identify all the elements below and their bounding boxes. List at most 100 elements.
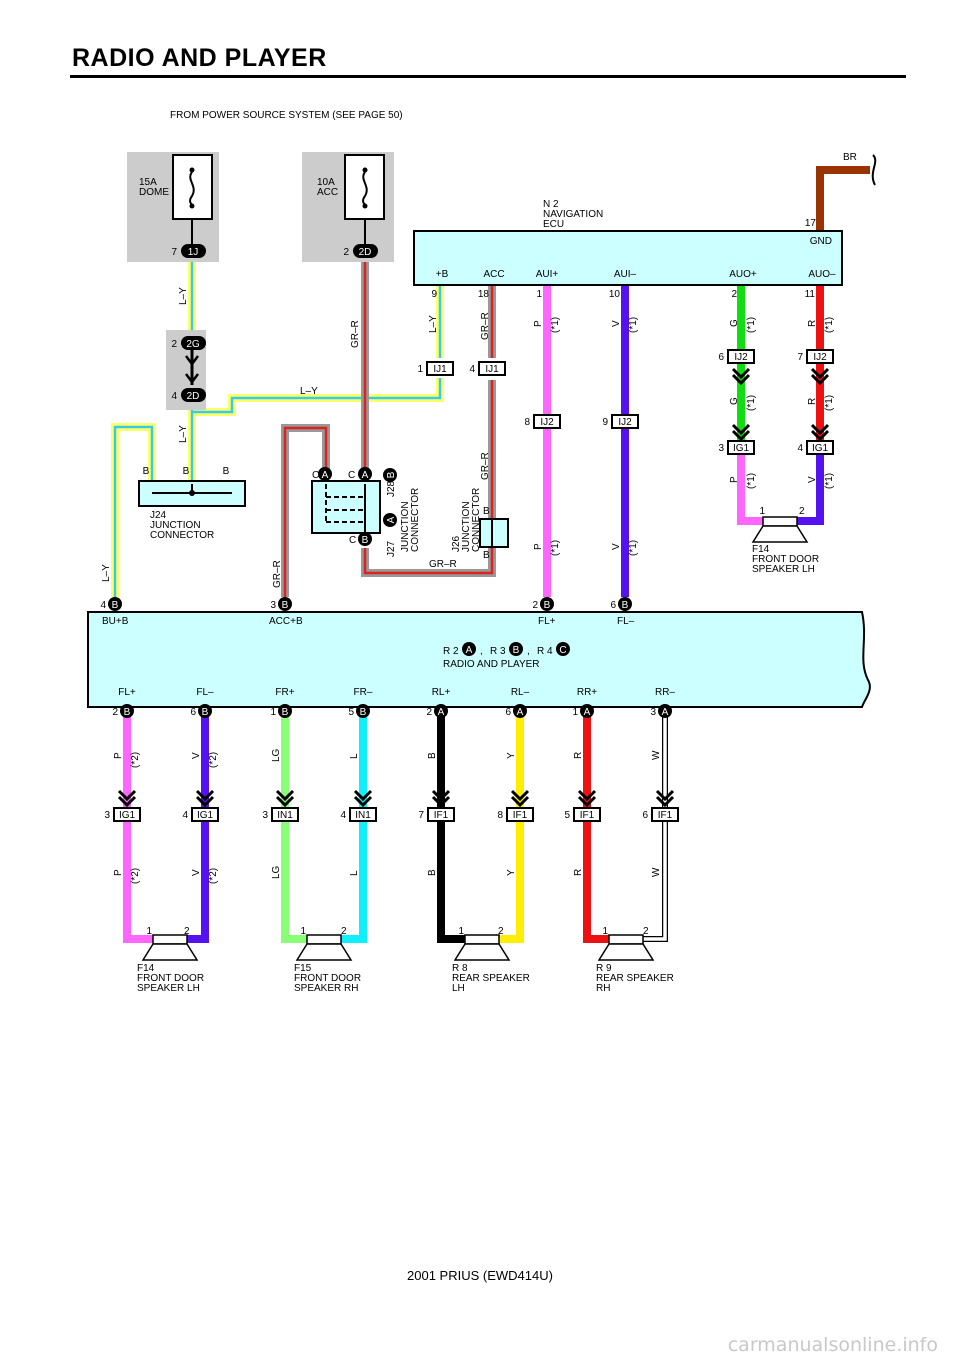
wire-lightblue-fr <box>334 716 367 943</box>
svg-text:B: B <box>362 535 369 546</box>
wire-brown-gnd <box>816 166 870 230</box>
svg-text:LG: LG <box>271 865 282 879</box>
svg-text:FL–: FL– <box>617 616 635 627</box>
speaker-nav-f14: 1 2 F14 FRONT DOOR SPEAKER LH <box>752 506 819 575</box>
junction-j27-j28: C A C A C B B J28 A J27 JUNCTION CONNECT… <box>311 467 421 557</box>
svg-text:+B: +B <box>436 269 449 280</box>
inline-ij2-p: IJ2 8 <box>524 414 561 429</box>
svg-text:1: 1 <box>417 364 423 375</box>
wire-label-grr-3: GR–R <box>480 452 491 480</box>
svg-text:4: 4 <box>469 364 475 375</box>
navigation-ecu: N 2 NAVIGATION ECU 17 GND BR +B ACC AUI+… <box>413 152 877 300</box>
svg-text:6: 6 <box>642 810 648 821</box>
svg-text:IF1: IF1 <box>658 810 673 821</box>
svg-text:J26: J26 <box>451 535 462 552</box>
wire-label-r-nav1: R <box>807 320 818 327</box>
wire-pink-fl <box>123 716 160 943</box>
wire-label-p-nav1: P <box>533 320 544 327</box>
svg-text:4: 4 <box>100 600 106 611</box>
svg-text:B: B <box>282 600 289 611</box>
inline-connectors-nav: IJ1 1 IJ1 4 IJ2 8 IJ2 9 IJ2 6 IJ2 7 <box>417 349 834 455</box>
svg-text:CONNECTOR: CONNECTOR <box>150 530 214 541</box>
svg-text:2G: 2G <box>186 339 200 350</box>
wire-violet-fl <box>180 716 209 943</box>
wire-lightgreen-fr <box>281 716 314 943</box>
speaker-r8: 1 2 R 8 REAR SPEAKER LH <box>452 926 530 994</box>
radio-and-player: R 2 A , R 3 B , R 4 C RADIO AND PLAYER B… <box>87 597 871 708</box>
svg-text:3: 3 <box>104 810 110 821</box>
svg-text:1: 1 <box>759 506 765 517</box>
svg-text:SPEAKER LH: SPEAKER LH <box>137 983 200 994</box>
ground-wire-label: BR <box>843 152 857 163</box>
radio-top-pins: 4 B 3 B 2 B 6 B <box>100 597 632 611</box>
svg-text:AUI–: AUI– <box>614 269 637 280</box>
watermark: carmanualsonline.info <box>727 1334 938 1356</box>
svg-text:A: A <box>362 470 369 481</box>
connector-1j: 1J 7 <box>171 244 206 258</box>
svg-text:B: B <box>483 506 490 517</box>
svg-text:9: 9 <box>431 289 437 300</box>
svg-text:IG1: IG1 <box>197 810 214 821</box>
svg-text:F15: F15 <box>294 963 312 974</box>
svg-text:2: 2 <box>343 247 349 258</box>
wire-note-nav4: (*1) <box>824 317 835 333</box>
svg-text:IJ1: IJ1 <box>433 364 447 375</box>
svg-text:SPEAKER RH: SPEAKER RH <box>294 983 358 994</box>
svg-text:1J: 1J <box>188 247 199 258</box>
wire-note-nav6: (*1) <box>824 395 835 411</box>
svg-text:17: 17 <box>805 218 817 229</box>
wire-note-nav2: (*1) <box>628 317 639 333</box>
svg-text:B: B <box>112 600 119 611</box>
title-rule <box>70 75 906 78</box>
wire-grr-acc <box>281 260 496 597</box>
fuse-acc-name: ACC <box>317 187 338 198</box>
bottom-wire-labels-upper: P (*2) V (*2) LG L B Y R W <box>113 748 662 768</box>
svg-text:2: 2 <box>643 926 649 937</box>
svg-text:JUNCTION: JUNCTION <box>150 520 201 531</box>
svg-text:RL+: RL+ <box>432 687 451 698</box>
fuse-acc: 10A ACC <box>302 152 394 262</box>
wire-label-ly-1: L–Y <box>178 287 189 305</box>
wire-black-rl <box>437 716 472 943</box>
svg-text:P: P <box>113 869 124 876</box>
svg-text:2: 2 <box>184 926 190 937</box>
inline-ij2-g: IJ2 6 <box>718 349 755 364</box>
svg-text:1: 1 <box>602 926 608 937</box>
wire-ly-dome <box>111 255 444 597</box>
svg-text:2D: 2D <box>187 391 200 402</box>
wire-yellow-rl <box>492 716 524 943</box>
inline-ij2-v: IJ2 9 <box>602 414 639 429</box>
svg-text:Y: Y <box>506 752 517 759</box>
svg-text:5: 5 <box>348 707 354 718</box>
wire-label-grr-5: GR–R <box>272 560 283 588</box>
wire-note-nav10: (*1) <box>628 540 639 556</box>
wire-label-g-nav1: G <box>729 319 740 327</box>
svg-text:RL–: RL– <box>511 687 530 698</box>
inline-ij1-b: IJ1 4 <box>469 361 506 376</box>
wire-label-p-nav3: P <box>533 543 544 550</box>
svg-text:4: 4 <box>182 810 188 821</box>
svg-text:A: A <box>322 470 329 481</box>
svg-text:2: 2 <box>112 707 118 718</box>
svg-text:,: , <box>527 646 530 657</box>
svg-text:FRONT DOOR: FRONT DOOR <box>137 973 204 984</box>
inline-ij1-a: IJ1 1 <box>417 361 454 376</box>
wire-label-grr-2: GR–R <box>480 312 491 340</box>
wire-label-ly-2: L–Y <box>178 425 189 443</box>
wire-violet-auo <box>790 455 824 525</box>
svg-text:IG1: IG1 <box>733 443 750 454</box>
svg-text:,: , <box>480 646 483 657</box>
svg-text:5: 5 <box>564 810 570 821</box>
svg-text:FRONT DOOR: FRONT DOOR <box>752 554 819 565</box>
wire-label-r-nav2: R <box>807 398 818 405</box>
svg-text:R 8: R 8 <box>452 963 468 974</box>
svg-text:SPEAKER LH: SPEAKER LH <box>752 564 815 575</box>
svg-text:B: B <box>386 471 397 478</box>
svg-text:A: A <box>662 707 669 718</box>
svg-text:AUI+: AUI+ <box>536 269 559 280</box>
svg-text:REAR SPEAKER: REAR SPEAKER <box>596 973 674 984</box>
svg-text:ACC: ACC <box>483 269 504 280</box>
wire-note-nav7: (*1) <box>746 473 757 489</box>
svg-text:IF1: IF1 <box>513 810 528 821</box>
svg-text:B: B <box>544 600 551 611</box>
